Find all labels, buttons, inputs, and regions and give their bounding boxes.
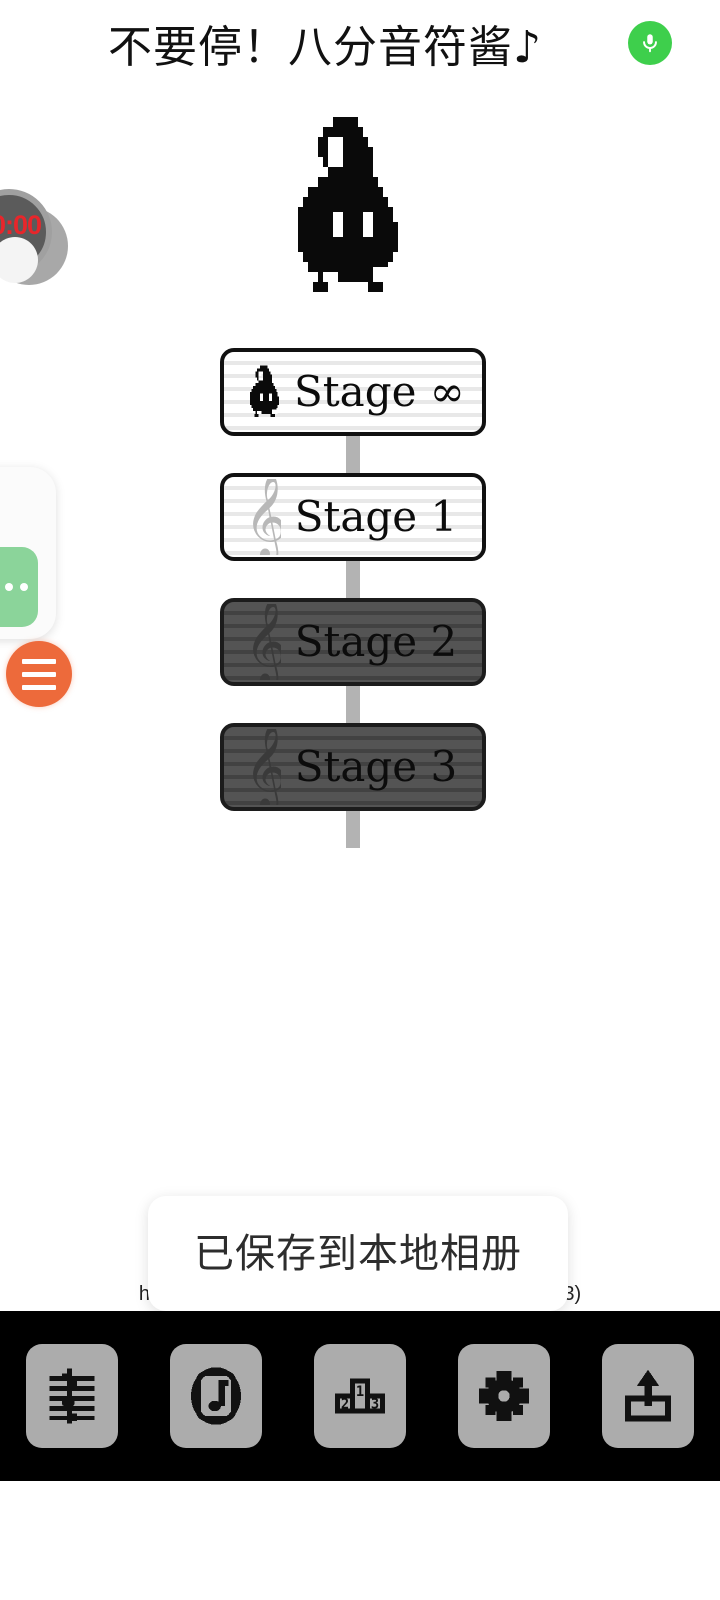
nav-item-music-disc[interactable] — [170, 1344, 262, 1448]
page-title: 不要停！八分音符酱♪ — [107, 22, 543, 73]
eighth-note-chan-mascot — [278, 112, 428, 302]
toast-message: 已保存到本地相册 — [194, 1230, 522, 1277]
stage-button-1[interactable]: 𝄞 Stage 1 — [220, 473, 486, 561]
timer-inner-hole — [0, 237, 38, 283]
toast-notification: 已保存到本地相册 — [148, 1196, 568, 1311]
svg-text:2: 2 — [341, 1397, 349, 1413]
hamburger-menu-icon — [22, 658, 56, 664]
stage-label: Stage 3 — [294, 742, 458, 791]
stage-label: Stage 2 — [294, 617, 458, 666]
eighth-note-chan-icon — [238, 356, 294, 428]
music-disc-icon — [186, 1366, 246, 1426]
stage-button-infinity[interactable]: Stage ∞ — [220, 348, 486, 436]
ranking-podium-icon: 1 2 3 — [330, 1366, 390, 1426]
stage-row: 𝄞 Stage 1 — [0, 473, 720, 598]
stage-label: Stage ∞ — [294, 367, 465, 416]
nav-item-ranking[interactable]: 1 2 3 — [314, 1344, 406, 1448]
svg-text:1: 1 — [356, 1384, 364, 1400]
treble-clef-icon: 𝄞 — [238, 604, 294, 680]
assistive-more-button[interactable] — [0, 547, 38, 627]
sheet-music-icon — [42, 1366, 102, 1426]
treble-clef-icon: 𝄞 — [238, 479, 294, 555]
below-nav-area — [0, 1481, 720, 1600]
svg-text:𝄞: 𝄞 — [251, 604, 281, 680]
header: 不要停！八分音符酱♪ — [0, 0, 720, 96]
svg-text:𝄞: 𝄞 — [251, 479, 281, 555]
nav-item-share[interactable] — [602, 1344, 694, 1448]
floating-menu-button[interactable] — [6, 641, 72, 707]
stage-row: Stage ∞ — [0, 348, 720, 473]
hamburger-menu-icon — [22, 684, 56, 690]
hamburger-menu-icon — [22, 671, 56, 677]
stage-row: 𝄞 Stage 3 — [0, 723, 720, 848]
treble-clef-icon: 𝄞 — [238, 729, 294, 805]
nav-item-settings[interactable] — [458, 1344, 550, 1448]
bottom-navigation-bar: 1 2 3 — [0, 1311, 720, 1481]
stage-label: Stage 1 — [294, 492, 458, 541]
stage-button-3[interactable]: 𝄞 Stage 3 — [220, 723, 486, 811]
stage-list: Stage ∞ 𝄞 Stage 1 — [0, 348, 720, 848]
more-dots-icon — [5, 583, 28, 591]
upload-share-icon — [618, 1366, 678, 1426]
svg-text:3: 3 — [371, 1397, 379, 1413]
stage-button-2[interactable]: 𝄞 Stage 2 — [220, 598, 486, 686]
nav-item-sheet-music[interactable] — [26, 1344, 118, 1448]
timer-value: 00:00 — [0, 210, 42, 240]
stage-row: 𝄞 Stage 2 — [0, 598, 720, 723]
gear-icon — [474, 1366, 534, 1426]
microphone-button[interactable] — [628, 21, 672, 65]
svg-text:𝄞: 𝄞 — [251, 729, 281, 805]
timer-widget[interactable]: 00:00 — [0, 185, 92, 295]
microphone-icon — [639, 32, 661, 54]
